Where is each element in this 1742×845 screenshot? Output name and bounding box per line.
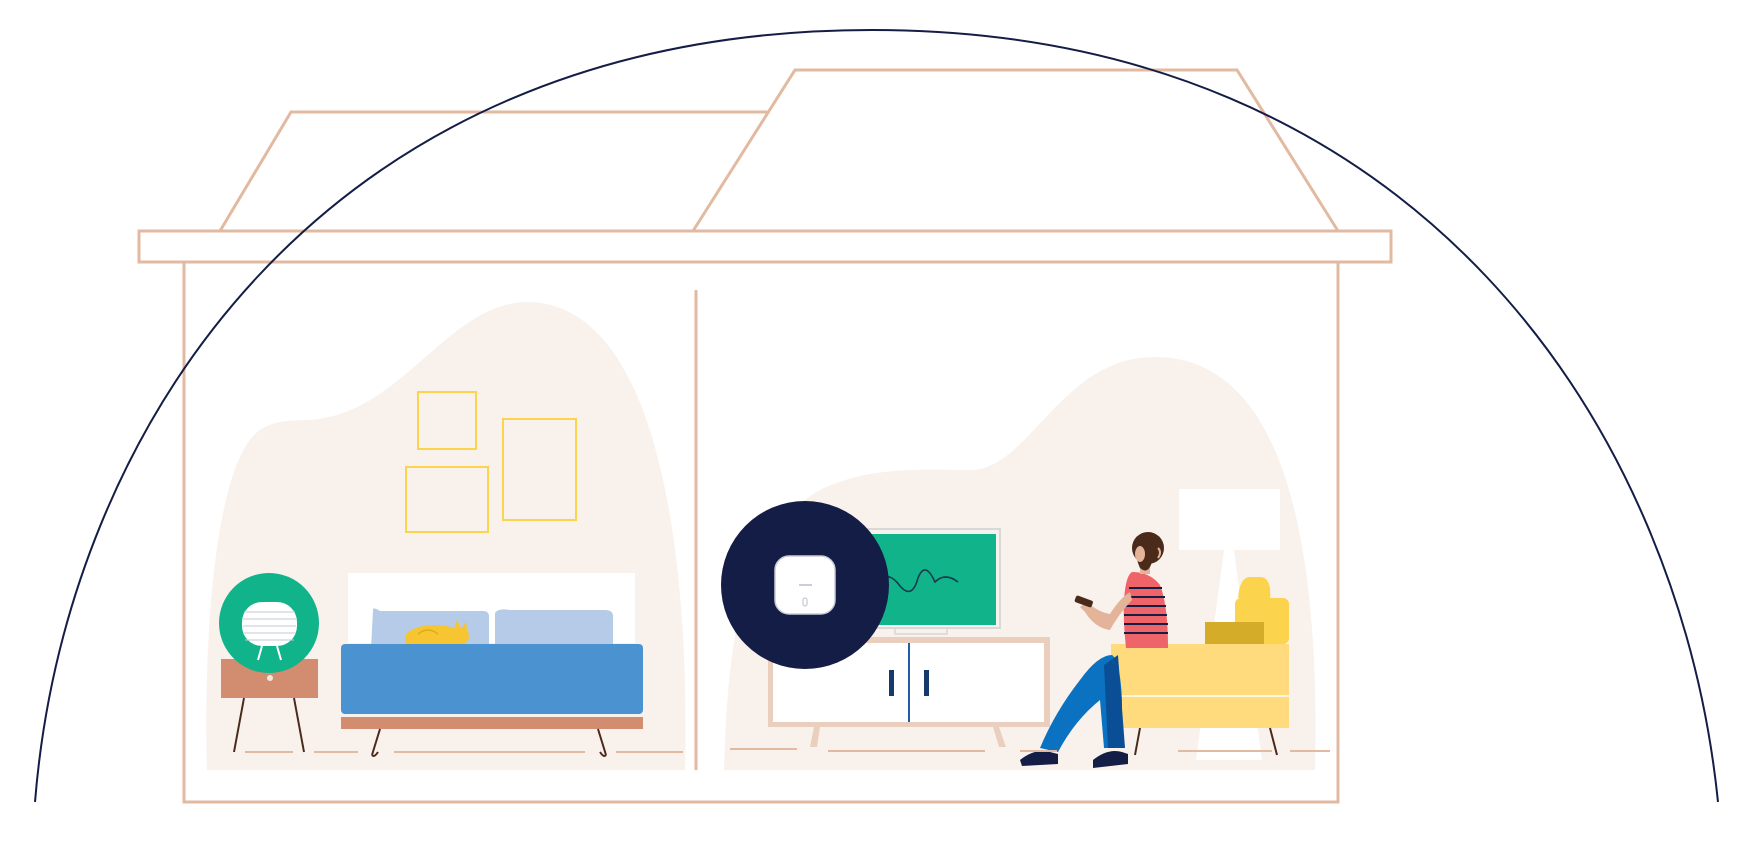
house-outline-icon [137,68,1393,804]
air-purifier-icon [219,573,319,673]
person-with-remote-icon [1020,532,1168,768]
bed-icon [341,644,643,757]
picture-frame-icon [405,391,577,533]
armchair-icon [1111,576,1289,756]
living-room [721,357,1330,770]
bedroom [206,301,686,770]
coverage-arc-icon [34,28,1719,803]
living-floor-lines [730,748,1330,752]
smart-device-icon [721,501,889,669]
pillow-right [495,609,614,648]
nightstand [221,659,318,753]
